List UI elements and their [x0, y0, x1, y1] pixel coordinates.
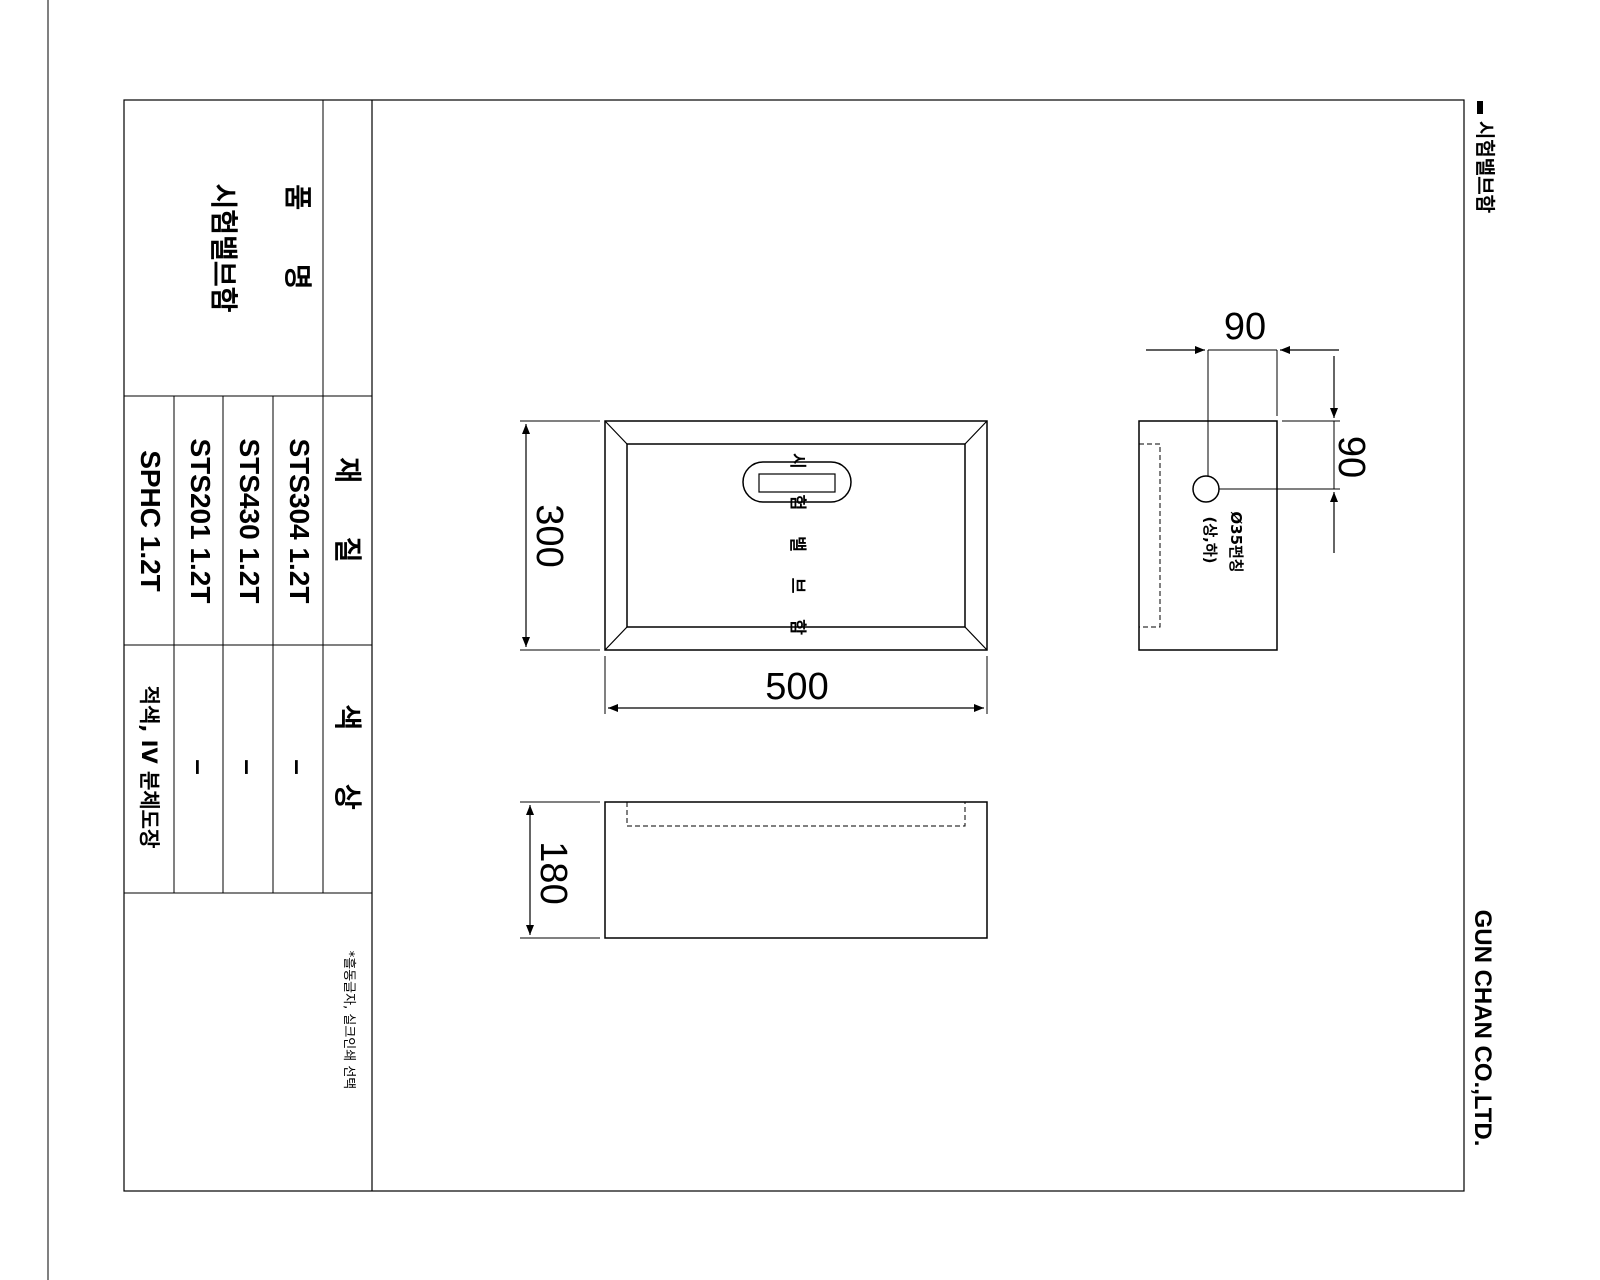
width-dimension: 500 — [765, 666, 829, 708]
side-right-dimension: 90 — [1330, 435, 1372, 479]
side-view — [1138, 346, 1340, 651]
material-header: 재 질 — [331, 457, 364, 585]
material-row-4: SPHC 1.2T — [135, 450, 166, 592]
color-row-2: – — [233, 759, 264, 775]
bottom-view — [520, 801, 988, 939]
product-name-header: 품 명 — [281, 184, 314, 312]
side-title: 시험밸브함 — [1473, 121, 1497, 213]
color-header: 색 상 — [331, 704, 364, 832]
side-top-dimension: 90 — [1223, 306, 1267, 348]
color-row-1: – — [283, 759, 314, 775]
color-row-4: 적색, IV 분체도장 — [137, 685, 161, 849]
company-name: GUN CHAN CO.,LTD. — [1469, 909, 1496, 1147]
depth-dimension: 180 — [532, 841, 574, 905]
hole-note-line1: Ø35펀칭 — [1227, 511, 1245, 573]
material-row-3: STS201 1.2T — [185, 438, 216, 604]
color-row-3: – — [184, 759, 215, 775]
punch-hole — [1192, 475, 1220, 503]
hole-note-line2: (상,하) — [1201, 516, 1219, 564]
product-name-value: 시험밸브함 — [207, 183, 240, 313]
front-panel-label: 시 험 밸 브 함 — [787, 453, 807, 645]
lettering-note: *흘동글자, 실크인쇄 선택 — [341, 950, 356, 1090]
side-bar-mark — [1477, 101, 1483, 114]
height-dimension: 300 — [528, 504, 570, 568]
material-row-2: STS430 1.2T — [234, 438, 265, 604]
front-view — [520, 420, 988, 714]
material-row-1: STS304 1.2T — [284, 438, 315, 604]
